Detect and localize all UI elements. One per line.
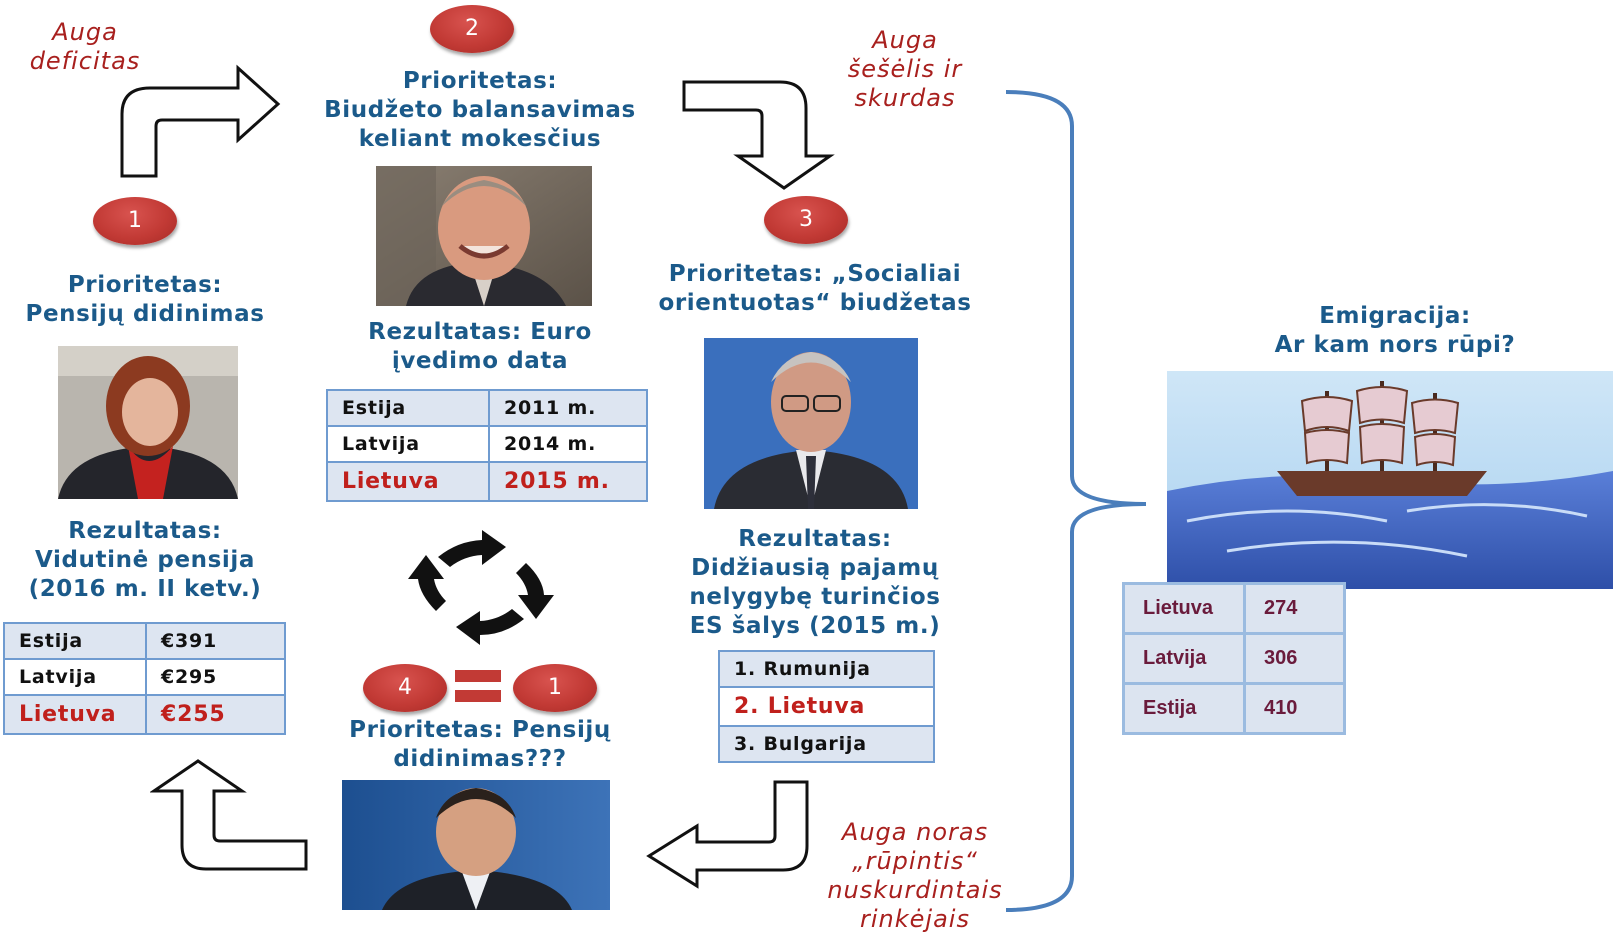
bent-arrow-left-up-icon: [150, 759, 308, 871]
step2-priority-heading: Prioritetas: Biudžeto balansavimas kelia…: [324, 68, 636, 152]
step1-priority-heading: Prioritetas: Pensijų didinimas: [25, 272, 265, 327]
country-cell: Lietuva: [326, 461, 490, 502]
bent-arrow-down-left-icon: [646, 780, 809, 889]
politician-photo-step2: [376, 166, 592, 306]
value-cell: 274: [1243, 582, 1346, 635]
ranking-cell: 1. Rumunija: [718, 650, 935, 688]
step-badge-1-repeat: 1: [513, 664, 597, 712]
politician-photo-step1: [58, 346, 238, 499]
value-cell: 410: [1243, 682, 1346, 735]
average-pension-table: Estija €391 Latvija €295 Lietuva €255: [3, 622, 286, 735]
cycle-arrows-icon: [408, 530, 554, 645]
step-badge-4: 4: [363, 664, 447, 712]
label-care-voters-growth: Auga noras „rūpintis“ nuskurdintais rink…: [827, 818, 1003, 933]
bent-arrow-up-right-icon: [120, 64, 281, 178]
label-shadow-poverty-growth: Auga šešėlis ir skurdas: [847, 26, 963, 112]
country-cell: Lietuva: [3, 694, 147, 735]
table-row: Latvija 2014 m.: [326, 425, 648, 463]
table-row: Lietuva 2015 m.: [326, 461, 648, 502]
right-bracket-icon: [1005, 90, 1147, 912]
politician-photo-step3: [704, 338, 918, 509]
pension-cell: €391: [145, 622, 286, 660]
pension-cell: €295: [145, 658, 286, 696]
step3-priority-heading: Prioritetas: „Socialiai orientuotas“ biu…: [658, 261, 972, 316]
ranking-cell: 3. Bulgarija: [718, 725, 935, 763]
step1-result-heading: Rezultatas: Vidutinė pensija (2016 m. II…: [28, 518, 262, 602]
country-cell: Lietuva: [1122, 582, 1246, 635]
emigration-table: Lietuva 274 Latvija 306 Estija 410: [1122, 582, 1346, 735]
step-badge-1: 1: [93, 197, 177, 245]
table-row: Estija €391: [3, 622, 286, 660]
ranking-cell: 2. Lietuva: [718, 686, 935, 727]
list-item: 1. Rumunija: [718, 650, 935, 688]
table-row: Estija 410: [1122, 682, 1346, 735]
income-inequality-list: 1. Rumunija 2. Lietuva 3. Bulgarija: [718, 650, 935, 763]
euro-adoption-table: Estija 2011 m. Latvija 2014 m. Lietuva 2…: [326, 389, 648, 502]
list-item: 2. Lietuva: [718, 686, 935, 727]
step2-result-heading: Rezultatas: Euro įvedimo data: [368, 319, 592, 374]
table-row: Estija 2011 m.: [326, 389, 648, 427]
value-cell: 306: [1243, 632, 1346, 685]
table-row: Latvija 306: [1122, 632, 1346, 685]
step3-result-heading: Rezultatas: Didžiausią pajamų nelygybę t…: [689, 526, 941, 639]
year-cell: 2011 m.: [488, 389, 648, 427]
step-badge-2: 2: [430, 5, 514, 53]
year-cell: 2015 m.: [488, 461, 648, 502]
country-cell: Latvija: [326, 425, 490, 463]
country-cell: Latvija: [1122, 632, 1246, 685]
year-cell: 2014 m.: [488, 425, 648, 463]
country-cell: Estija: [1122, 682, 1246, 735]
emigration-ship-image: [1167, 371, 1613, 589]
table-row: Latvija €295: [3, 658, 286, 696]
country-cell: Latvija: [3, 658, 147, 696]
list-item: 3. Bulgarija: [718, 725, 935, 763]
pension-cell: €255: [145, 694, 286, 735]
country-cell: Estija: [3, 622, 147, 660]
step-badge-3: 3: [764, 196, 848, 244]
table-row: Lietuva 274: [1122, 582, 1346, 635]
equals-icon: [455, 670, 501, 702]
bent-arrow-right-down-icon: [682, 80, 835, 190]
politician-photo-step4: [342, 780, 610, 910]
table-row: Lietuva €255: [3, 694, 286, 735]
country-cell: Estija: [326, 389, 490, 427]
step4-priority-heading: Prioritetas: Pensijų didinimas???: [349, 717, 611, 772]
label-deficit-growth: Auga deficitas: [29, 18, 141, 75]
emigration-title: Emigracija: Ar kam nors rūpi?: [1274, 303, 1516, 358]
